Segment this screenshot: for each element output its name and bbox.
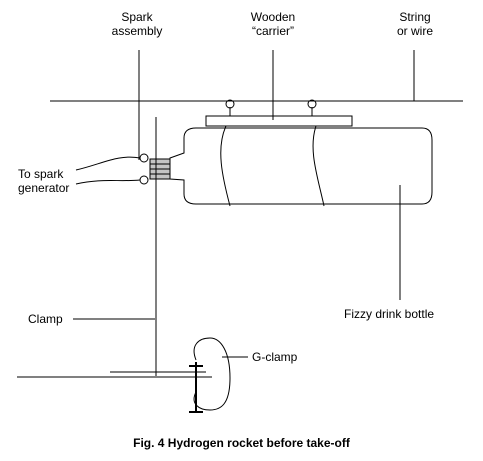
spark-wire-lower bbox=[75, 179, 141, 185]
rubber-band-right bbox=[312, 125, 325, 207]
wooden-carrier-board bbox=[205, 115, 353, 127]
label-clamp: Clamp bbox=[28, 312, 63, 326]
carrier-right-hook bbox=[307, 99, 317, 109]
fizzy-drink-bottle bbox=[169, 127, 433, 205]
spark-wire-upper bbox=[75, 156, 141, 171]
spark-terminal-upper bbox=[139, 153, 149, 163]
figure-caption: Fig. 4 Hydrogen rocket before take-off bbox=[133, 436, 350, 450]
label-wooden-carrier: Wooden “carrier” bbox=[250, 10, 296, 38]
label-string-or-wire: String or wire bbox=[396, 10, 433, 38]
g-clamp-frame bbox=[193, 337, 231, 411]
label-fizzy-drink-bottle: Fizzy drink bottle bbox=[344, 307, 435, 321]
carrier-left-hook bbox=[225, 99, 235, 109]
label-g-clamp: G-clamp bbox=[252, 350, 298, 364]
label-spark-assembly: Spark assembly bbox=[111, 10, 163, 38]
spark-terminal-lower bbox=[139, 175, 149, 185]
label-to-spark-generator: To spark generator bbox=[18, 167, 70, 195]
rubber-band-left bbox=[220, 125, 231, 207]
